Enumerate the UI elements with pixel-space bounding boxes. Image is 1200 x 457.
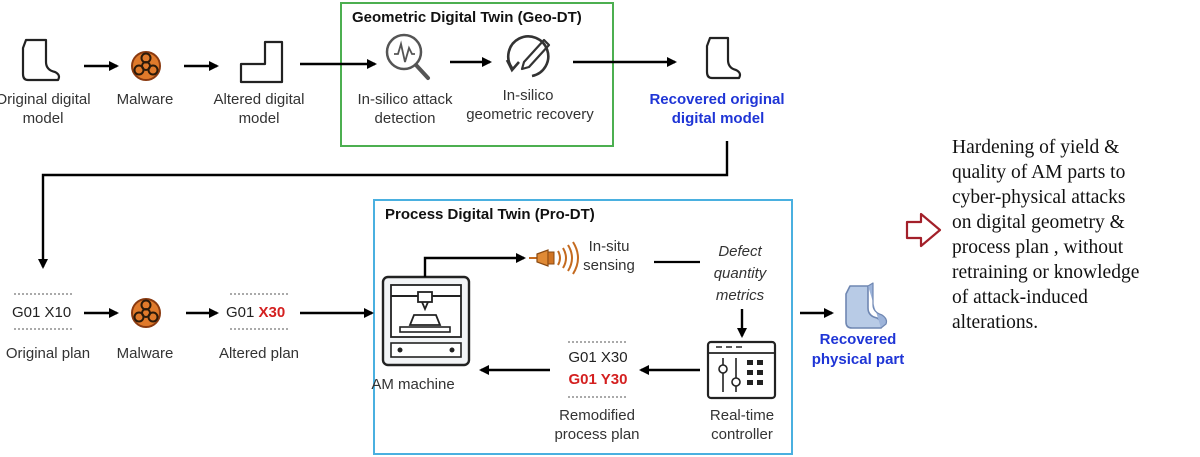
geo-dt-title: Geometric Digital Twin (Geo-DT) bbox=[352, 9, 582, 26]
altered-code: G01 X30 bbox=[226, 304, 285, 321]
hollow-arrow-icon bbox=[905, 212, 942, 248]
sensor-icon bbox=[529, 241, 579, 275]
summary-line: process plan , without bbox=[952, 237, 1124, 258]
sensing-label-1: In-situ bbox=[589, 238, 630, 255]
sensing-label-2: sensing bbox=[583, 257, 635, 274]
remodified-code-2: G01 Y30 bbox=[569, 371, 628, 388]
magnifier-icon bbox=[385, 33, 430, 80]
recovered-model-icon bbox=[705, 36, 742, 80]
am-machine-label: AM machine bbox=[371, 376, 454, 393]
controller-icon bbox=[706, 340, 777, 400]
summary-line: retraining or knowledge bbox=[952, 262, 1139, 283]
arrow-machine-to-sensor bbox=[423, 253, 526, 277]
altered-plan-label: Altered plan bbox=[219, 345, 299, 362]
geo-dt-box bbox=[340, 2, 614, 147]
defect-label-2: quantity bbox=[714, 265, 768, 282]
controller-label-1: Real-time bbox=[710, 407, 774, 424]
summary-line: quality of AM parts to bbox=[952, 162, 1125, 183]
summary-text: Hardening of yield & quality of AM parts… bbox=[952, 137, 1139, 333]
altered-model-icon bbox=[239, 40, 284, 84]
biohazard-icon bbox=[131, 51, 161, 81]
attack-detection-label-1: In-silico attack bbox=[357, 91, 453, 108]
original-model-label-1: Original digital bbox=[0, 91, 91, 108]
recovered-model-label-2: digital model bbox=[672, 110, 765, 127]
altered-model-label-2: model bbox=[239, 110, 280, 127]
biohazard-icon-bottom bbox=[131, 298, 161, 328]
connector-top-to-bottom bbox=[38, 141, 729, 269]
original-plan-label: Original plan bbox=[6, 345, 90, 362]
remodified-code-1: G01 X30 bbox=[568, 349, 627, 366]
printer-icon bbox=[381, 275, 471, 367]
original-code: G01 X10 bbox=[12, 304, 71, 321]
summary-line: of attack-induced bbox=[952, 287, 1088, 308]
pro-dt-box bbox=[373, 199, 793, 455]
attack-detection-label-2: detection bbox=[375, 110, 436, 127]
remodified-plan-label-1: Remodified bbox=[559, 407, 635, 424]
malware-label-top: Malware bbox=[117, 91, 174, 108]
remodified-plan-label-2: process plan bbox=[554, 426, 639, 443]
defect-label-3: metrics bbox=[716, 287, 765, 304]
altered-model-label-1: Altered digital bbox=[214, 91, 305, 108]
recovered-model-label-1: Recovered original bbox=[649, 91, 784, 108]
summary-line: alterations. bbox=[952, 312, 1038, 333]
malware-label-bottom: Malware bbox=[117, 345, 174, 362]
summary-line: on digital geometry & bbox=[952, 212, 1125, 233]
geometric-recovery-label-1: In-silico bbox=[503, 87, 554, 104]
summary-line: Hardening of yield & bbox=[952, 137, 1119, 158]
pro-dt-title: Process Digital Twin (Pro-DT) bbox=[385, 206, 595, 223]
original-model-icon bbox=[21, 38, 61, 82]
original-model-label-2: model bbox=[23, 110, 64, 127]
geometric-recovery-label-2: geometric recovery bbox=[466, 106, 594, 123]
recovered-part-label-1: Recovered bbox=[820, 331, 897, 348]
defect-label-1: Defect bbox=[718, 243, 762, 260]
recovered-part-icon bbox=[845, 282, 888, 329]
recovered-part-label-2: physical part bbox=[812, 351, 905, 368]
controller-label-2: controller bbox=[711, 426, 773, 443]
pen-refresh-icon bbox=[505, 35, 551, 78]
summary-line: cyber-physical attacks bbox=[952, 187, 1125, 208]
